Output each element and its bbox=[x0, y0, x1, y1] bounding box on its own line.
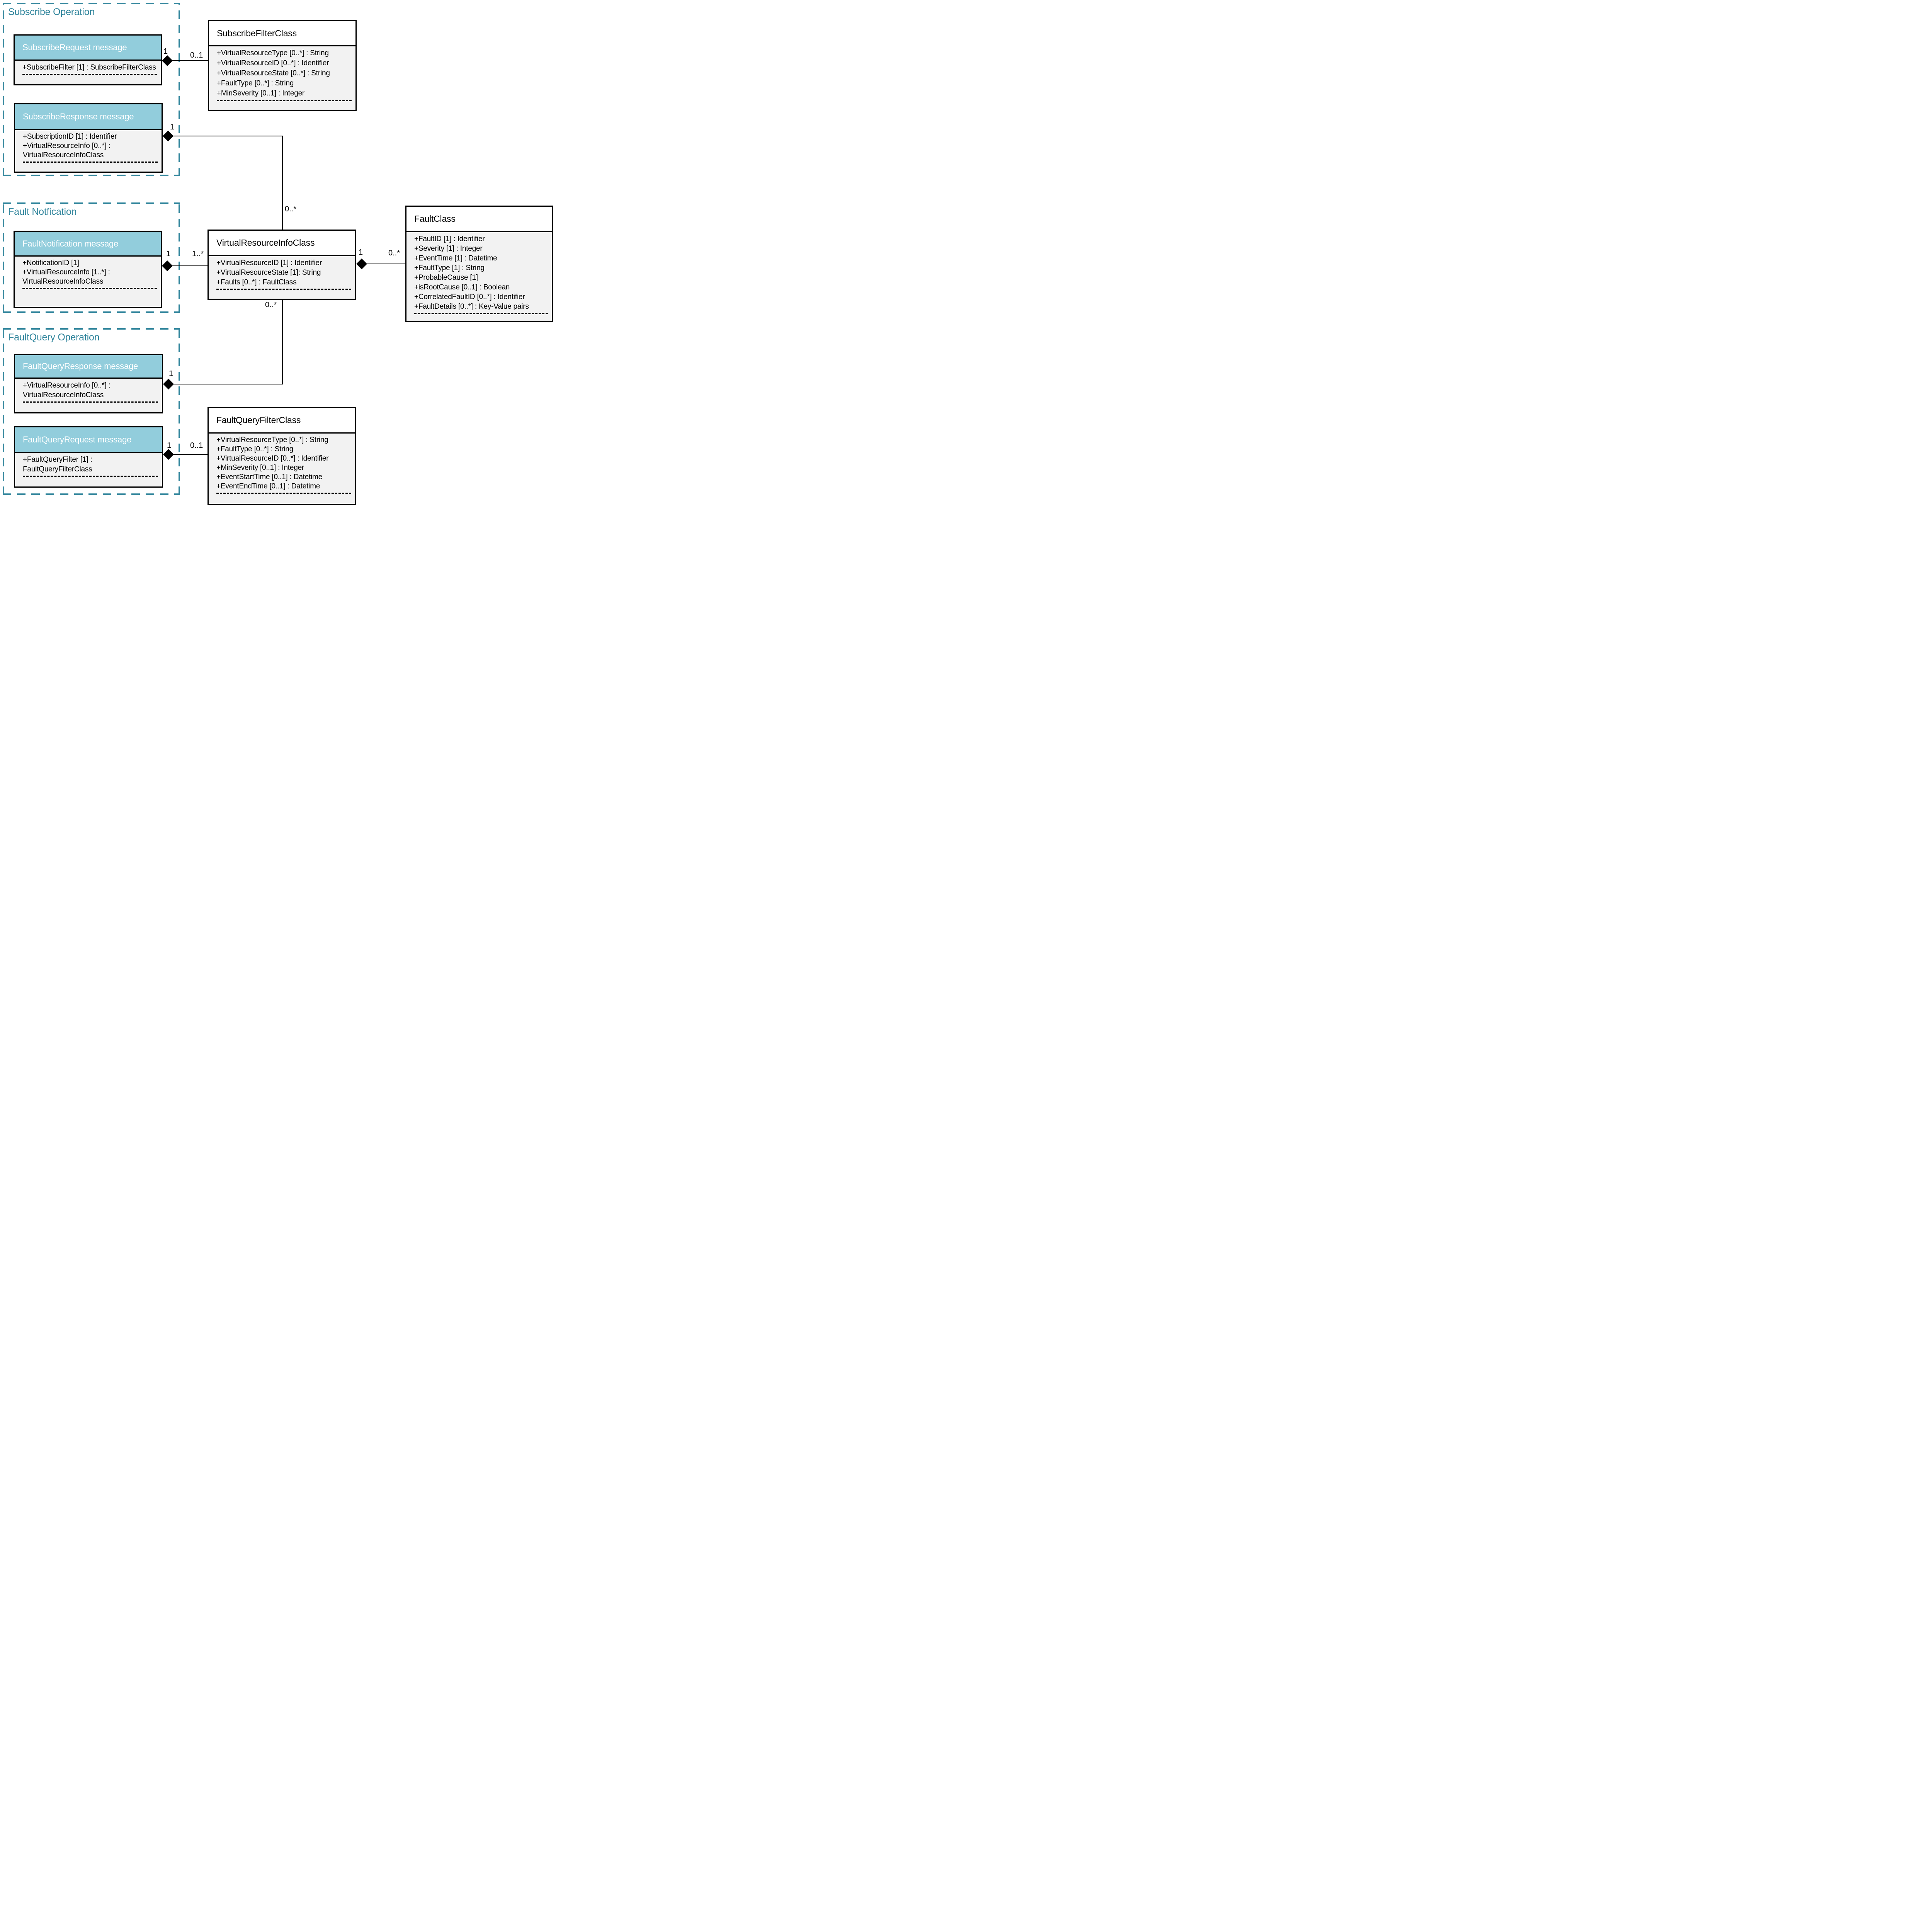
attributes-compartment: +FaultID [1] : Identifier +Severity [1] … bbox=[406, 232, 552, 321]
attribute-line: +VirtualResourceState [1]: String bbox=[216, 269, 321, 277]
attribute-line: +ProbableCause [1] bbox=[414, 274, 478, 282]
attributes-separator bbox=[216, 289, 351, 290]
attribute-line: +EventTime [1] : Datetime bbox=[414, 254, 497, 262]
attribute-line: +FaultID [1] : Identifier bbox=[414, 235, 485, 243]
attributes-compartment: +SubscriptionID [1] : Identifier +Virtua… bbox=[15, 130, 162, 172]
attribute-line: +SubscriptionID [1] : Identifier bbox=[23, 133, 117, 141]
attribute-line: +Faults [0..*] : FaultClass bbox=[216, 278, 297, 286]
class-box-fault-class: FaultClass +FaultID [1] : Identifier +Se… bbox=[405, 206, 553, 322]
multiplicity-label: 1 bbox=[359, 248, 363, 257]
attribute-line: +MinSeverity [0..1] : Integer bbox=[217, 89, 305, 97]
class-box-fault-query-filter-class: FaultQueryFilterClass +VirtualResourceTy… bbox=[207, 407, 356, 505]
attributes-compartment: +VirtualResourceID [1] : Identifier +Vir… bbox=[209, 256, 355, 299]
uml-class-diagram: Subscribe Operation Fault Notfication Fa… bbox=[0, 0, 554, 507]
multiplicity-label: 0..1 bbox=[190, 51, 203, 60]
attribute-line: +FaultQueryFilter [1] : bbox=[23, 456, 92, 464]
attribute-line: +VirtualResourceInfo [1..*] : bbox=[22, 268, 110, 276]
message-box-header: FaultNotification message bbox=[15, 232, 161, 257]
composition-connector-vri-fault bbox=[356, 259, 405, 269]
composition-connector-response-vri bbox=[163, 131, 283, 230]
attributes-separator bbox=[217, 100, 352, 101]
attribute-line: +VirtualResourceState [0..*] : String bbox=[217, 69, 330, 77]
message-box-header: SubscribeResponse message bbox=[15, 104, 162, 130]
attribute-line: +FaultType [0..*] : String bbox=[216, 445, 294, 453]
class-box-title: FaultClass bbox=[406, 207, 552, 232]
attribute-line: +MinSeverity [0..1] : Integer bbox=[216, 464, 304, 472]
multiplicity-label: 1 bbox=[167, 441, 172, 450]
multiplicity-label: 0..* bbox=[265, 301, 277, 309]
connector-line bbox=[164, 300, 283, 384]
attributes-compartment: +SubscribeFilter [1] : SubscribeFilterCl… bbox=[15, 61, 161, 84]
attributes-separator bbox=[23, 401, 158, 403]
class-box-title: SubscribeFilterClass bbox=[209, 21, 355, 46]
attribute-line: VirtualResourceInfoClass bbox=[23, 391, 104, 399]
attribute-line: +isRootCause [0..1] : Boolean bbox=[414, 283, 510, 291]
class-box-title: VirtualResourceInfoClass bbox=[209, 231, 355, 256]
message-box-subscribe-response: SubscribeResponse message +SubscriptionI… bbox=[14, 103, 163, 173]
attributes-compartment: +NotificationID [1] +VirtualResourceInfo… bbox=[15, 257, 161, 307]
class-box-virtual-resource-info-class: VirtualResourceInfoClass +VirtualResourc… bbox=[207, 230, 356, 300]
attribute-line: +EventEndTime [0..1] : Datetime bbox=[216, 482, 320, 490]
attributes-separator bbox=[22, 74, 157, 75]
message-box-header: SubscribeRequest message bbox=[15, 36, 161, 61]
message-box-header: FaultQueryRequest message bbox=[15, 427, 162, 453]
attributes-compartment: +VirtualResourceInfo [0..*] : VirtualRes… bbox=[15, 379, 162, 412]
attribute-line: +VirtualResourceInfo [0..*] : bbox=[23, 381, 111, 389]
attribute-line: VirtualResourceInfoClass bbox=[23, 151, 104, 159]
composition-connector-query-response-vri bbox=[163, 300, 283, 389]
attributes-compartment: +FaultQueryFilter [1] : FaultQueryFilter… bbox=[15, 453, 162, 486]
attribute-line: +NotificationID [1] bbox=[22, 259, 79, 267]
attribute-line: +CorrelatedFaultID [0..*] : Identifier bbox=[414, 293, 525, 301]
attributes-separator bbox=[23, 162, 158, 163]
attribute-line: +VirtualResourceType [0..*] : String bbox=[216, 436, 328, 444]
section-title: FaultQuery Operation bbox=[8, 332, 100, 343]
attribute-line: FaultQueryFilterClass bbox=[23, 465, 92, 473]
attributes-separator bbox=[216, 493, 351, 494]
multiplicity-label: 1 bbox=[166, 250, 171, 258]
attributes-separator bbox=[22, 288, 157, 289]
multiplicity-label: 1 bbox=[170, 123, 175, 131]
attributes-compartment: +VirtualResourceType [0..*] : String +Vi… bbox=[209, 46, 355, 110]
multiplicity-label: 0..* bbox=[388, 249, 400, 257]
composition-diamond-icon bbox=[356, 259, 367, 269]
attribute-line: +FaultType [1] : String bbox=[414, 264, 485, 272]
attribute-line: +VirtualResourceID [0..*] : Identifier bbox=[217, 59, 329, 67]
attribute-line: +SubscribeFilter [1] : SubscribeFilterCl… bbox=[22, 63, 156, 71]
attribute-line: +VirtualResourceInfo [0..*] : bbox=[23, 142, 111, 150]
section-title: Subscribe Operation bbox=[8, 7, 95, 17]
message-box-header: FaultQueryResponse message bbox=[15, 355, 162, 379]
multiplicity-label: 0..* bbox=[285, 205, 297, 213]
attribute-line: +FaultDetails [0..*] : Key-Value pairs bbox=[414, 303, 529, 311]
class-box-subscribe-filter-class: SubscribeFilterClass +VirtualResourceTyp… bbox=[208, 20, 357, 111]
multiplicity-label: 0..1 bbox=[190, 441, 203, 450]
message-box-fault-notification: FaultNotification message +NotificationI… bbox=[14, 231, 162, 308]
attribute-line: VirtualResourceInfoClass bbox=[22, 277, 104, 286]
attributes-separator bbox=[23, 476, 158, 477]
message-box-fault-query-response: FaultQueryResponse message +VirtualResou… bbox=[14, 354, 163, 413]
multiplicity-label: 1 bbox=[169, 369, 173, 378]
attribute-line: +VirtualResourceID [1] : Identifier bbox=[216, 259, 322, 267]
attribute-line: +EventStartTime [0..1] : Datetime bbox=[216, 473, 323, 481]
multiplicity-label: 1..* bbox=[192, 250, 204, 258]
attributes-separator bbox=[414, 313, 548, 314]
message-box-subscribe-request: SubscribeRequest message +SubscribeFilte… bbox=[14, 34, 162, 85]
attributes-compartment: +VirtualResourceType [0..*] : String +Fa… bbox=[209, 434, 355, 504]
section-title: Fault Notfication bbox=[8, 206, 77, 217]
attribute-line: +FaultType [0..*] : String bbox=[217, 79, 294, 87]
multiplicity-label: 1 bbox=[163, 47, 168, 56]
connector-line bbox=[163, 136, 283, 230]
message-box-fault-query-request: FaultQueryRequest message +FaultQueryFil… bbox=[14, 426, 163, 488]
attribute-line: +VirtualResourceID [0..*] : Identifier bbox=[216, 454, 329, 463]
class-box-title: FaultQueryFilterClass bbox=[209, 408, 355, 434]
attribute-line: +Severity [1] : Integer bbox=[414, 245, 483, 253]
attribute-line: +VirtualResourceType [0..*] : String bbox=[217, 49, 329, 57]
